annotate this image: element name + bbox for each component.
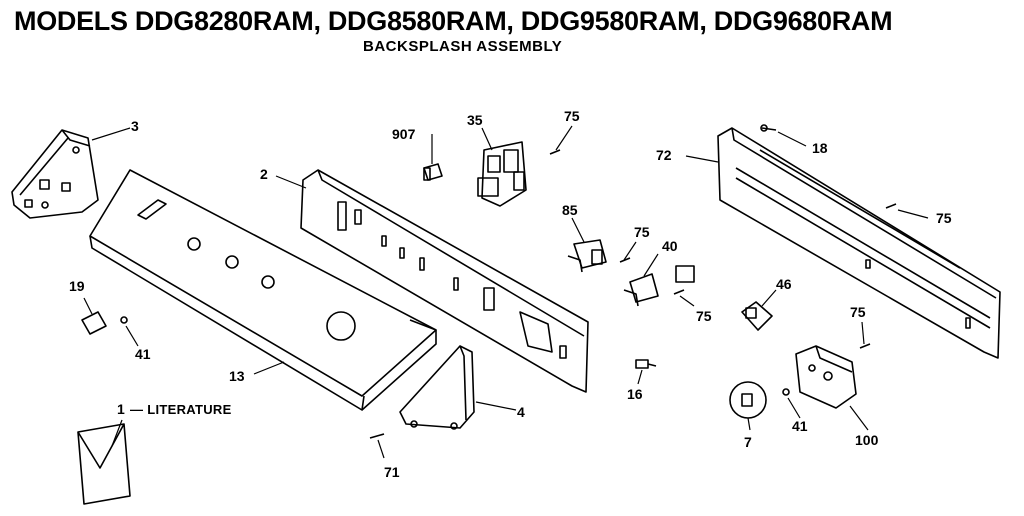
part-19-clip [81,311,107,335]
label-part-19: 19 [69,278,85,294]
label-part-2: 2 [260,166,268,182]
label-part-16: 16 [627,386,643,402]
part-41-right-screw [782,388,790,396]
part-7-knob [729,381,767,419]
part-75-right-screw [885,203,897,209]
part-75-low-screw [673,289,685,295]
diagram-title: MODELS DDG8280RAM, DDG8580RAM, DDG9580RA… [14,6,893,36]
part-16-fastener [635,359,657,369]
label-part-46: 46 [776,276,792,292]
label-part-4: 4 [517,404,525,420]
part-40-switch [623,265,695,307]
part-13-backsplash-panel [89,169,437,411]
label-part-75-right: 75 [936,210,952,226]
label-part-71: 71 [384,464,400,480]
label-part-13: 13 [229,368,245,384]
label-part-41-left: 41 [135,346,151,362]
leader-lines [83,125,929,459]
part-35-switch-assembly [477,141,527,207]
part-18-screw [760,124,777,132]
label-part-41-right: 41 [792,418,808,434]
part-907-connector [423,163,443,181]
label-part-85: 85 [562,202,578,218]
part-75-top-screw [549,149,561,155]
part-3-end-cap [11,129,99,219]
part-41-left-screw [120,316,128,324]
part-100-timer [795,345,857,409]
part-72-rear-panel [717,127,1001,359]
label-part-18: 18 [812,140,828,156]
part-46-board [741,301,773,331]
diagram-subtitle: BACKSPLASH ASSEMBLY [363,38,563,55]
label-part-7: 7 [744,434,752,450]
part-1-literature [77,423,131,505]
label-part-75-knob: 75 [850,304,866,320]
part-71-screw [369,433,385,439]
label-part-3: 3 [131,118,139,134]
part-85-switch [567,239,607,273]
part-75-knob-screw [859,343,871,349]
label-part-72: 72 [656,147,672,163]
label-part-35: 35 [467,112,483,128]
part-75-mid-screw [619,257,631,263]
part-4-end-cap [399,345,475,430]
label-part-1: 1 [117,401,125,417]
label-part-40: 40 [662,238,678,254]
label-part-907: 907 [392,126,416,142]
label-part-100: 100 [855,432,879,448]
part-2-control-bracket [300,169,589,393]
label-part-75-mid: 75 [634,224,650,240]
label-part-1-description: — LITERATURE [130,402,232,417]
label-part-75-low: 75 [696,308,712,324]
label-part-75-top: 75 [564,108,580,124]
